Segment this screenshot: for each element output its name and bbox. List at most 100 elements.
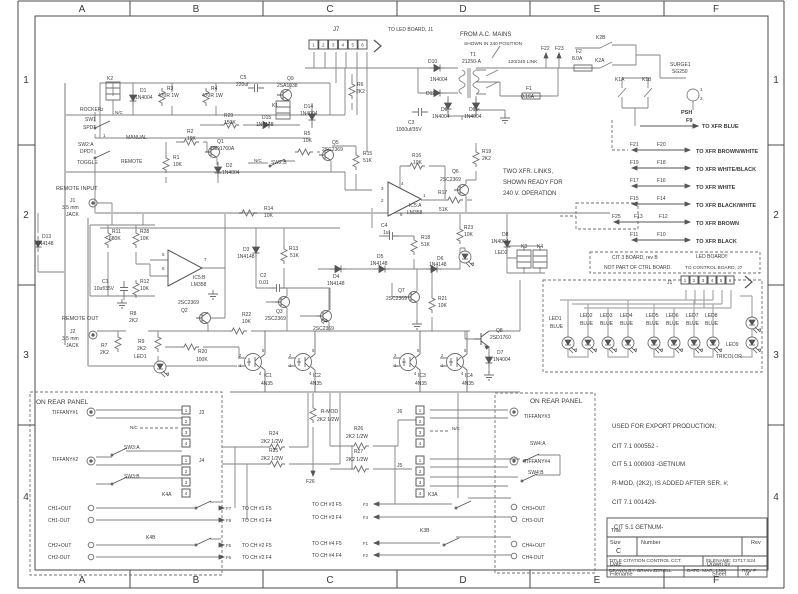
schematic-label: 51K — [439, 207, 449, 213]
schematic-label: R11 — [112, 229, 121, 235]
schematic-label: 120/240 LINK — [508, 59, 538, 65]
schematic-label: 1 — [103, 133, 106, 138]
resistor-symbol — [455, 226, 465, 244]
connector-pin — [689, 275, 699, 285]
arrow-icon — [612, 219, 692, 225]
resistor-symbol — [239, 208, 257, 218]
optocoupler-symbol — [238, 331, 266, 392]
zone-number: 2 — [773, 210, 779, 221]
connector-pin-number: 4 — [711, 278, 714, 283]
switch-symbol — [443, 537, 460, 546]
schematic-label: T1 — [470, 52, 476, 58]
schematic-label: 10K — [173, 162, 183, 168]
schematic-label: R22 — [242, 312, 251, 318]
schematic-label: CH1+OUT — [48, 506, 71, 512]
schematic-label: J7 — [333, 27, 340, 33]
connector-pin — [725, 275, 735, 285]
jack-symbol — [512, 459, 516, 463]
schematic-label: TWO XFR. LINKS, — [503, 169, 553, 175]
resistor-symbol — [308, 405, 318, 423]
capacitor-symbol — [248, 84, 264, 92]
resistor-symbol — [445, 195, 463, 205]
schematic-label: TIFFANY#4 — [524, 459, 550, 465]
schematic-label: 1N4148 — [256, 122, 274, 128]
schematic-label: REMOTE OUT — [62, 316, 99, 322]
zone-number: 3 — [23, 350, 29, 361]
schematic-label: ON REAR PANEL — [36, 399, 89, 406]
schematic-label: R3 — [167, 86, 174, 92]
schematic-label: 4 — [401, 181, 404, 186]
schematic-label: BLUE — [580, 321, 594, 327]
zone-letter: F — [713, 575, 719, 586]
schematic-label: 2K2 1/2W — [261, 456, 283, 462]
transistor-symbol — [196, 312, 209, 324]
connector-pin — [181, 488, 191, 498]
zone-letter: A — [79, 4, 86, 15]
schematic-label: 51K — [290, 253, 300, 259]
schematic-label: 1N4004 — [300, 111, 318, 117]
connector-pin-number: 5 — [720, 278, 723, 283]
jack-symbol — [86, 407, 96, 417]
pin-number: 2 — [289, 353, 292, 358]
pin-number: 5 — [312, 348, 315, 353]
schematic-label: CH4+OUT — [522, 543, 545, 549]
switch-symbol — [195, 537, 212, 546]
connector-pin — [181, 455, 191, 465]
schematic-label: 3.5 mm — [62, 205, 79, 211]
diode-symbol — [443, 102, 453, 110]
schematic-label: BLUE — [550, 324, 564, 330]
connector-pin — [707, 275, 717, 285]
schematic-label: D5 — [377, 254, 384, 260]
schematic-label: 1 — [700, 87, 703, 92]
diode-symbol — [433, 88, 441, 98]
schematic-label: 3 — [381, 186, 384, 191]
zone-letter: F — [713, 4, 719, 15]
titleblock-ghost: Filename — [610, 572, 633, 578]
schematic-label: 6 — [162, 266, 165, 271]
schematic-label: 2K2 — [100, 350, 109, 356]
schematic-label: SURGE1 — [670, 62, 691, 68]
schematic-label: D11 — [469, 107, 478, 113]
diode-symbol — [378, 264, 386, 274]
schematic-label: 1N4004 — [430, 77, 448, 83]
schematic-label: F21 — [630, 142, 639, 148]
schematic-label: 4N35 — [415, 381, 427, 387]
schematic-label: LED8 — [705, 313, 718, 319]
optocoupler-symbol — [393, 331, 421, 392]
arrow-icon — [218, 554, 226, 560]
schematic-label: BLUE — [646, 321, 660, 327]
schematic-label: 2K2 — [482, 156, 491, 162]
schematic-label: R26 — [354, 426, 363, 432]
schematic-label: TO XFR WHITE/BLACK — [696, 167, 756, 173]
connector-pin — [415, 455, 425, 465]
schematic-label: TO CONTROL BOARD, J7 — [685, 265, 743, 271]
schematic-label: K3B — [420, 528, 430, 534]
connector-pin-number: 4 — [185, 491, 188, 496]
switch-symbol — [455, 500, 472, 509]
transistor-symbol — [277, 89, 290, 101]
schematic-label: BLUE — [620, 321, 634, 327]
connector-pin-number: 6 — [361, 42, 364, 47]
resistor-symbol — [347, 81, 357, 99]
resistor-symbol — [181, 342, 199, 352]
connector-pin — [181, 477, 191, 487]
connector-pin — [415, 488, 425, 498]
switch-symbol — [268, 164, 272, 168]
arrow-icon — [218, 542, 226, 548]
schematic-label: F25 — [612, 214, 621, 220]
jack-symbol — [88, 198, 98, 208]
drawing-frame — [17, 0, 785, 589]
schematic-label: 2SC2369 — [440, 177, 461, 183]
note-text: CIT 7.1 000552 - — [612, 443, 658, 450]
arrow-icon — [543, 51, 549, 59]
arrow-icon — [372, 540, 380, 546]
schematic-label: F9 — [686, 118, 692, 124]
terminal-symbol — [510, 503, 518, 511]
switch-symbol — [454, 506, 458, 510]
schematic-label: 1N4004 — [464, 114, 482, 120]
connector-pin — [328, 39, 339, 50]
schematic-label: TO XFR BLACK/WHITE — [696, 203, 756, 209]
schematic-label: IC4 — [465, 373, 473, 379]
schematic-label: 7 — [204, 257, 207, 262]
optocoupler-symbol — [446, 353, 464, 371]
